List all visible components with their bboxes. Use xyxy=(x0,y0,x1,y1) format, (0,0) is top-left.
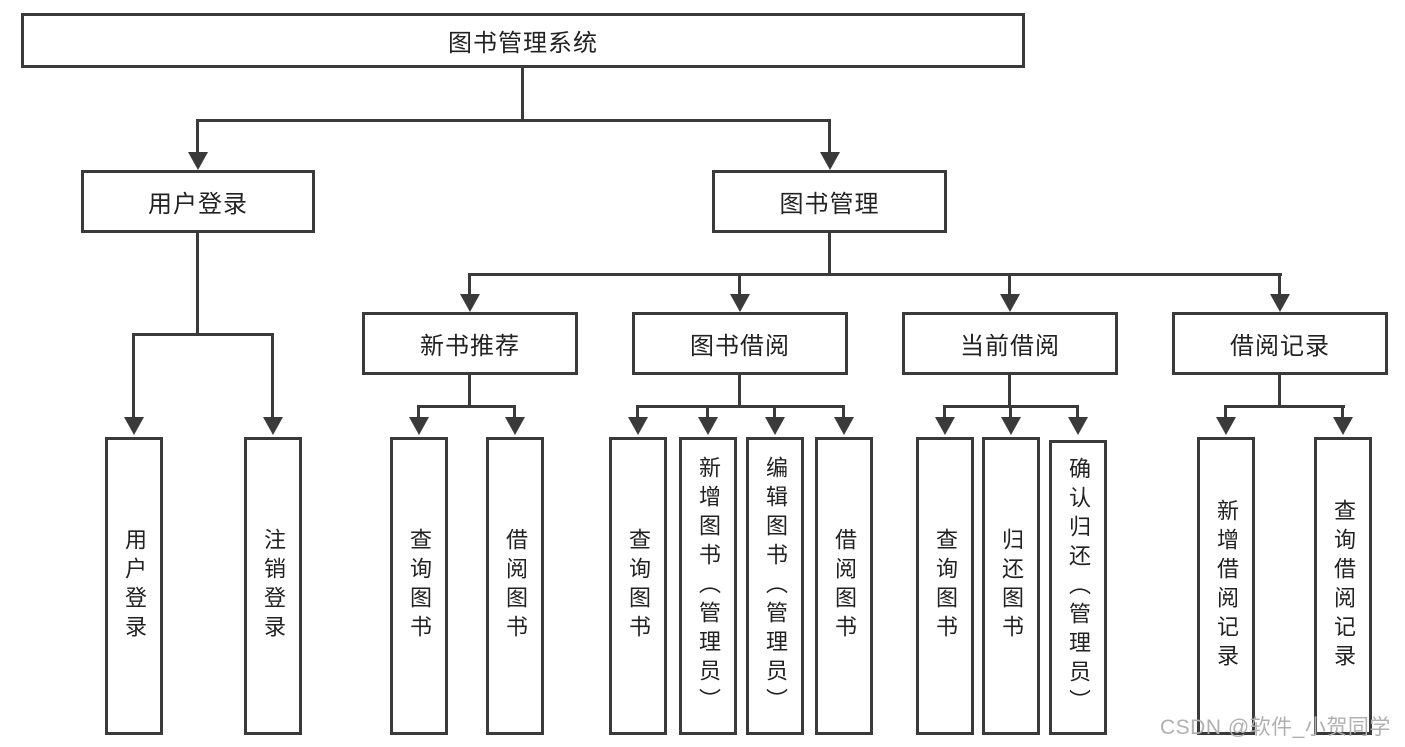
arrow-down-icon xyxy=(1333,417,1353,435)
node-user-login: 用户登录 xyxy=(81,170,315,233)
connector-line xyxy=(196,119,831,122)
arrow-down-icon xyxy=(1001,417,1021,435)
node-label: 注销登录 xyxy=(261,528,286,644)
node-label: 查询借阅记录 xyxy=(1331,499,1356,673)
node-label: 图书管理系统 xyxy=(448,30,598,57)
arrow-down-icon xyxy=(1000,294,1020,312)
connector-line xyxy=(828,119,831,155)
connector-line xyxy=(1009,405,1012,419)
connector-line xyxy=(468,273,1282,276)
connector-line xyxy=(417,405,516,408)
connector-line xyxy=(468,273,471,297)
node-new-book-recommend: 新书推荐 xyxy=(362,312,578,375)
arrow-down-icon xyxy=(1068,417,1088,435)
node-label: 编辑图书（管理员） xyxy=(763,455,788,717)
arrow-down-icon xyxy=(628,417,648,435)
node-newbook-query-books: 查询图书 xyxy=(390,437,448,735)
arrow-down-icon xyxy=(505,417,525,435)
connector-line xyxy=(132,333,274,336)
connector-line xyxy=(1076,405,1079,419)
arrow-down-icon xyxy=(409,417,429,435)
node-label: 新增图书（管理员） xyxy=(696,455,721,717)
connector-line xyxy=(636,405,639,419)
connector-line xyxy=(738,273,741,297)
node-label: 借阅图书 xyxy=(503,528,528,644)
connector-line xyxy=(1008,375,1011,407)
connector-line xyxy=(1224,405,1345,408)
node-current-borrow: 当前借阅 xyxy=(902,312,1118,375)
csdn-watermark: CSDN @软件_小贺同学 xyxy=(1160,716,1391,739)
arrow-down-icon xyxy=(124,417,144,435)
node-book-management: 图书管理 xyxy=(712,170,947,233)
node-borrow-add-books-admin: 新增图书（管理员） xyxy=(679,437,737,735)
node-newbook-borrow-books: 借阅图书 xyxy=(486,437,544,735)
connector-line xyxy=(828,233,831,276)
connector-line xyxy=(706,405,709,419)
connector-line xyxy=(1278,375,1281,407)
arrow-down-icon xyxy=(820,152,840,170)
node-borrow-edit-books-admin: 编辑图书（管理员） xyxy=(746,437,804,735)
arrow-down-icon xyxy=(188,152,208,170)
connector-line xyxy=(1008,273,1011,297)
node-label: 查询图书 xyxy=(407,528,432,644)
node-book-borrow: 图书借阅 xyxy=(632,312,848,375)
node-label: 借阅记录 xyxy=(1230,333,1330,360)
connector-line xyxy=(842,405,845,419)
arrow-down-icon xyxy=(834,417,854,435)
node-label: 查询图书 xyxy=(933,528,958,644)
node-label: 归还图书 xyxy=(999,528,1024,644)
arrow-down-icon xyxy=(698,417,718,435)
arrow-down-icon xyxy=(1216,417,1236,435)
node-current-return-books: 归还图书 xyxy=(982,437,1040,735)
node-label: 新书推荐 xyxy=(420,333,520,360)
node-book-system-root: 图书管理系统 xyxy=(21,13,1025,68)
node-current-confirm-return-admin: 确认归还（管理员） xyxy=(1049,440,1107,735)
node-borrow-borrow-books: 借阅图书 xyxy=(815,437,873,735)
connector-line xyxy=(773,405,776,419)
arrow-down-icon xyxy=(1270,294,1290,312)
node-label: 确认归还（管理员） xyxy=(1066,457,1091,718)
connector-line xyxy=(196,119,199,155)
connector-line xyxy=(513,405,516,419)
node-label: 当前借阅 xyxy=(960,333,1060,360)
connector-line xyxy=(417,405,420,419)
node-borrow-query-books: 查询图书 xyxy=(609,437,667,735)
node-login-logout: 注销登录 xyxy=(244,437,302,735)
node-label: 图书借阅 xyxy=(690,333,790,360)
node-borrow-records: 借阅记录 xyxy=(1172,312,1388,375)
node-current-query-books: 查询图书 xyxy=(916,437,974,735)
node-label: 用户登录 xyxy=(148,191,248,218)
connector-line xyxy=(1224,405,1227,419)
connector-line xyxy=(1278,273,1281,297)
connector-line xyxy=(132,333,135,419)
node-label: 图书管理 xyxy=(779,191,880,218)
connector-line xyxy=(738,375,741,407)
node-label: 新增借阅记录 xyxy=(1214,499,1239,673)
node-label: 用户登录 xyxy=(122,528,147,644)
node-label: 查询图书 xyxy=(626,528,651,644)
connector-line xyxy=(196,233,199,336)
connector-line xyxy=(468,375,471,407)
arrow-down-icon xyxy=(460,294,480,312)
connector-line xyxy=(271,333,274,419)
connector-line xyxy=(636,405,845,408)
node-records-add-record: 新增借阅记录 xyxy=(1197,437,1255,735)
connector-line xyxy=(1341,405,1344,419)
arrow-down-icon xyxy=(730,294,750,312)
arrow-down-icon xyxy=(263,417,283,435)
arrow-down-icon xyxy=(765,417,785,435)
node-label: 借阅图书 xyxy=(832,528,857,644)
node-login-user: 用户登录 xyxy=(105,437,163,735)
connector-line xyxy=(943,405,946,419)
connector-line xyxy=(521,68,524,122)
arrow-down-icon xyxy=(935,417,955,435)
node-records-query-record: 查询借阅记录 xyxy=(1314,437,1372,735)
